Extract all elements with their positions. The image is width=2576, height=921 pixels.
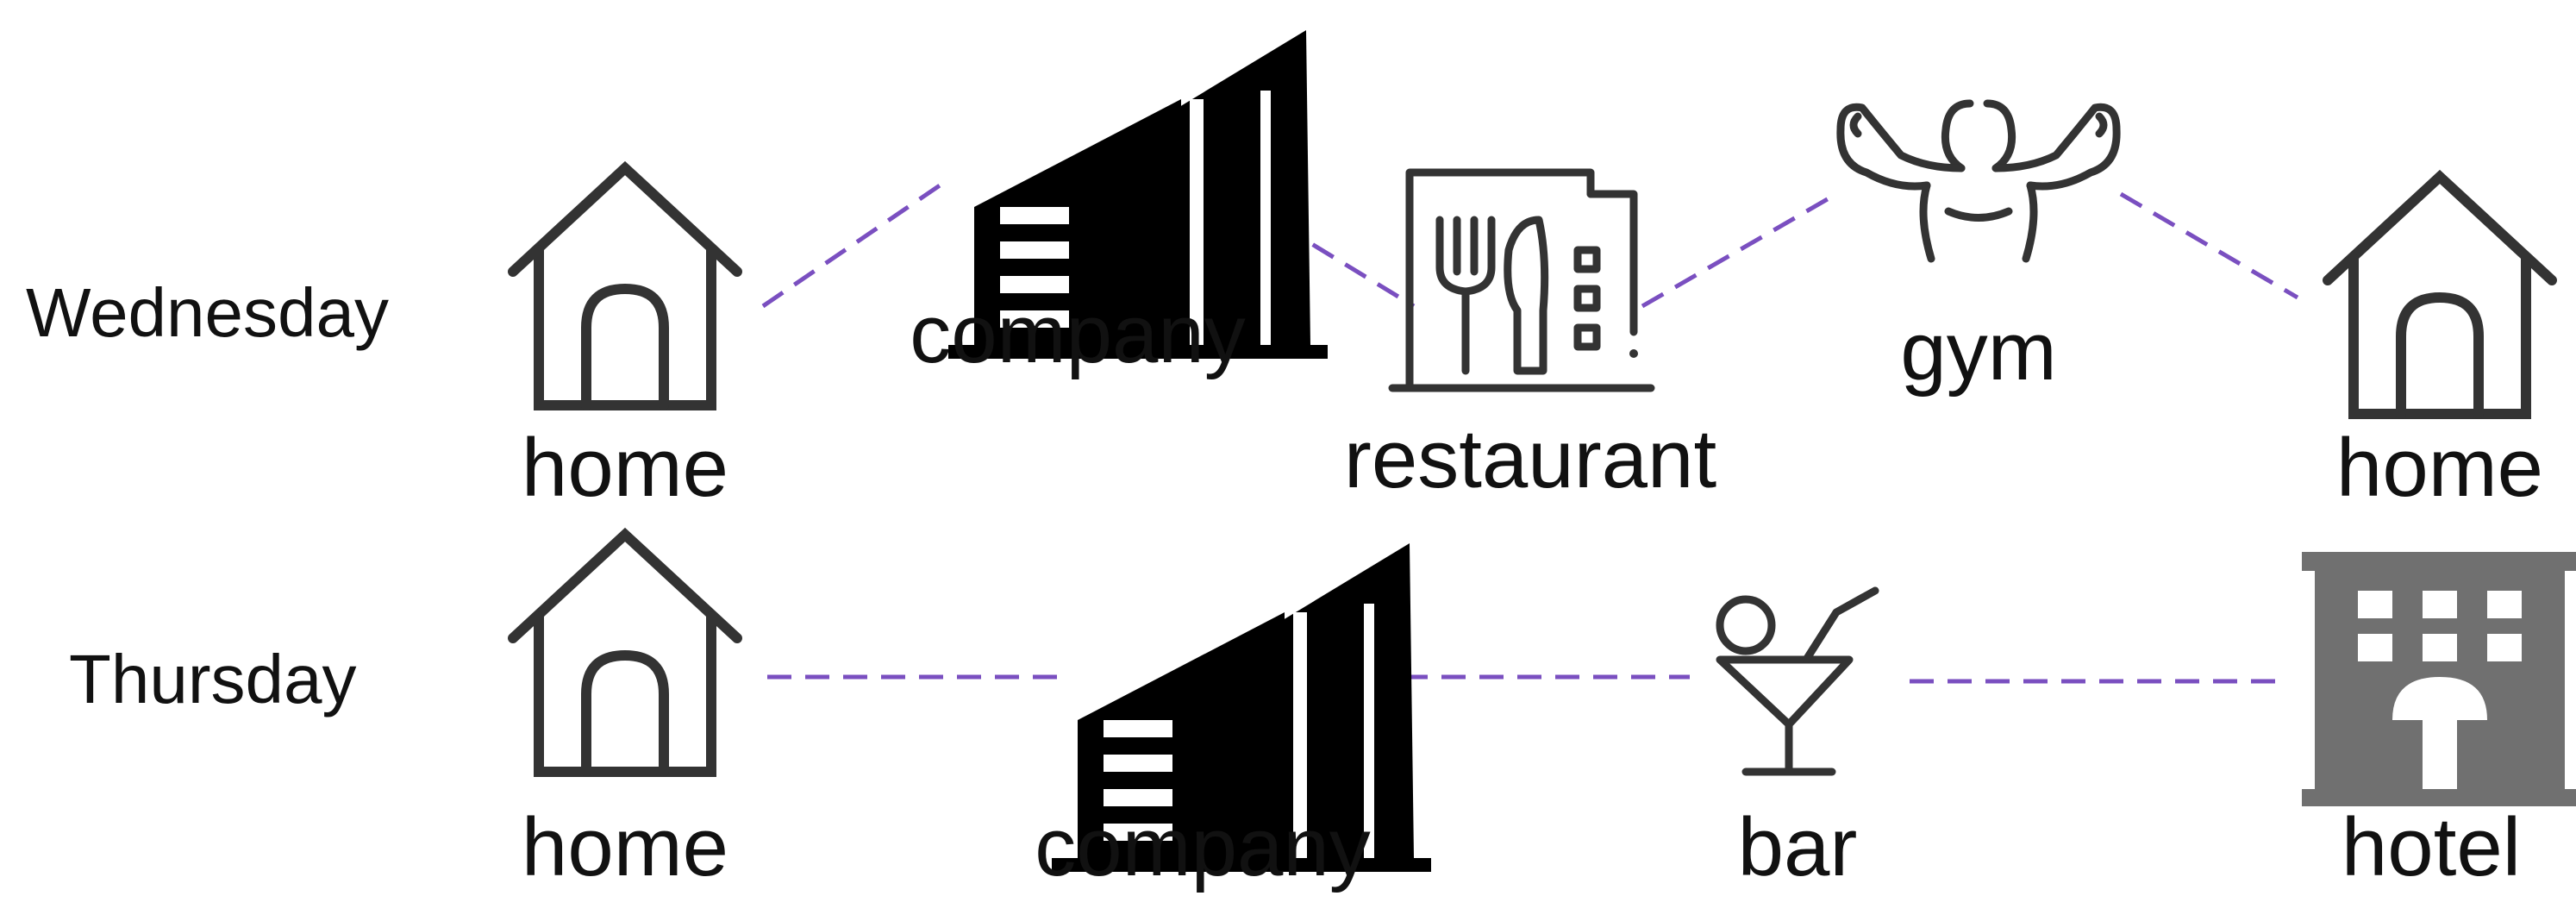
node-hotel-thursday: hotel: [2302, 552, 2576, 893]
node-home-wednesday: home: [513, 168, 737, 514]
connector-line: [1641, 191, 1838, 309]
node-label: company: [1035, 801, 1371, 893]
node-label: home: [522, 801, 728, 893]
node-label: hotel: [2342, 801, 2521, 893]
restaurant-fork-knife-icon: [1392, 172, 1651, 388]
node-label: bar: [1738, 801, 1858, 893]
hotel-building-icon: [2302, 552, 2576, 806]
node-home-wednesday-end: home: [2328, 177, 2552, 514]
node-restaurant-wednesday: restaurant: [1344, 172, 1716, 505]
node-home-thursday: home: [513, 535, 737, 893]
node-label: company: [910, 288, 1246, 380]
node-company-thursday: company: [1035, 543, 1431, 893]
node-label: home: [522, 422, 728, 514]
day-label-wednesday: Wednesday: [26, 274, 389, 351]
node-label: home: [2336, 422, 2543, 514]
node-label: restaurant: [1344, 413, 1716, 505]
node-label: gym: [1900, 305, 2056, 398]
flexing-muscles-icon: [1841, 103, 2116, 259]
day-label-thursday: Thursday: [69, 641, 356, 717]
house-outline-icon: [513, 535, 737, 772]
connector-line: [2119, 191, 2299, 300]
cocktail-glass-icon: [1720, 591, 1875, 772]
node-gym-wednesday: gym: [1841, 103, 2116, 398]
node-bar-thursday: bar: [1720, 591, 1875, 893]
house-outline-icon: [2328, 177, 2552, 414]
house-outline-icon: [513, 168, 737, 405]
node-company-wednesday: company: [910, 30, 1328, 380]
